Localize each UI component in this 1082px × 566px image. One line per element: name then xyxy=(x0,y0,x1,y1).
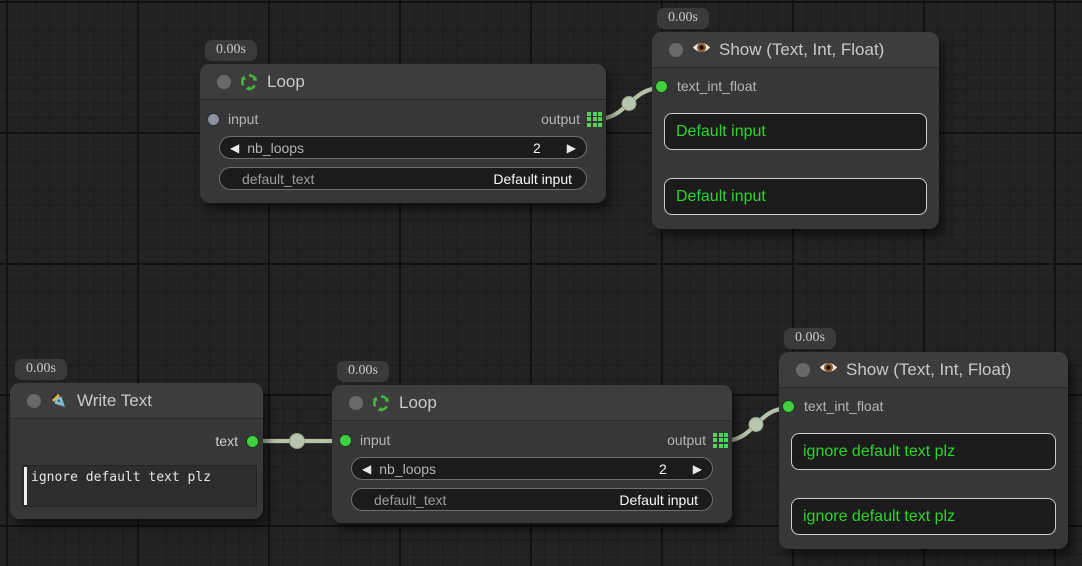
recycle-icon xyxy=(371,393,391,413)
widget-label: nb_loops xyxy=(379,460,437,477)
decrement-arrow-icon[interactable]: ◀ xyxy=(362,461,372,476)
increment-arrow-icon[interactable]: ▶ xyxy=(692,461,702,476)
default-text-widget[interactable]: default_text Default input xyxy=(219,167,587,190)
grid-socket-icon[interactable] xyxy=(587,111,602,127)
node-show-top[interactable]: 0.00s Show (Text, Int, Float) text_int_f… xyxy=(652,8,939,229)
node-show-bottom[interactable]: 0.00s Show (Text, Int, Float) text_int_f… xyxy=(779,328,1068,549)
widget-value: 2 xyxy=(532,139,541,156)
nb-loops-number-widget[interactable]: ◀ nb_loops 2 ▶ xyxy=(219,136,587,159)
widget-label: default_text xyxy=(374,491,447,508)
show-output-box: ignore default text plz xyxy=(791,433,1056,470)
input-slot-label: text_int_float xyxy=(677,78,757,94)
input-slot-label: text_int_float xyxy=(804,398,884,414)
wire-midpoint-dot[interactable] xyxy=(289,433,305,449)
node-loop-top[interactable]: 0.00s Loop xyxy=(200,40,606,203)
exec-time-badge: 0.00s xyxy=(784,328,836,349)
show-output-box: Default input xyxy=(664,113,927,150)
show-output-box: ignore default text plz xyxy=(791,498,1056,535)
exec-time-badge: 0.00s xyxy=(657,8,709,29)
decrement-arrow-icon[interactable]: ◀ xyxy=(230,140,240,155)
widget-value: 2 xyxy=(658,460,667,477)
text-input-area[interactable]: ignore default text plz xyxy=(22,465,257,507)
exec-time-badge: 0.00s xyxy=(15,359,67,380)
exec-time-badge: 0.00s xyxy=(337,361,389,382)
node-title: Show (Text, Int, Float) xyxy=(846,359,1012,379)
increment-arrow-icon[interactable]: ▶ xyxy=(566,140,576,155)
collapse-dot[interactable] xyxy=(27,393,41,408)
node-header[interactable]: Loop xyxy=(332,385,732,421)
collapse-dot[interactable] xyxy=(796,362,810,377)
input-socket[interactable] xyxy=(655,79,668,93)
text-cursor xyxy=(24,467,27,505)
output-slot-label: output xyxy=(667,432,706,448)
eye-icon xyxy=(818,360,839,380)
node-loop-bottom[interactable]: 0.00s Loop xyxy=(332,361,732,523)
widget-label: nb_loops xyxy=(247,139,305,156)
input-socket[interactable] xyxy=(207,112,220,126)
widget-label: default_text xyxy=(242,170,315,187)
nb-loops-number-widget[interactable]: ◀ nb_loops 2 ▶ xyxy=(351,457,713,480)
input-socket[interactable] xyxy=(782,399,795,413)
node-title: Show (Text, Int, Float) xyxy=(719,39,885,59)
collapse-dot[interactable] xyxy=(349,395,363,410)
pen-icon xyxy=(49,391,69,411)
input-slot-label: input xyxy=(360,432,391,448)
collapse-dot[interactable] xyxy=(669,42,683,57)
input-slot-label: input xyxy=(228,111,259,127)
eye-icon xyxy=(691,40,712,60)
output-slot-label: text xyxy=(215,433,238,449)
default-text-widget[interactable]: default_text Default input xyxy=(351,488,713,511)
recycle-icon xyxy=(239,72,259,92)
node-header[interactable]: Write Text xyxy=(10,383,263,419)
widget-value: Default input xyxy=(493,170,572,187)
exec-time-badge: 0.00s xyxy=(205,40,257,61)
grid-socket-icon[interactable] xyxy=(713,432,728,448)
wire-midpoint-dot[interactable] xyxy=(748,417,764,432)
widget-value: Default input xyxy=(619,491,698,508)
input-socket[interactable] xyxy=(339,433,352,447)
wire-midpoint-dot[interactable] xyxy=(621,96,637,111)
node-title: Loop xyxy=(267,71,305,91)
node-title: Write Text xyxy=(77,390,152,410)
node-write-text[interactable]: 0.00s Write Text text xyxy=(10,359,263,519)
node-header[interactable]: Show (Text, Int, Float) xyxy=(779,352,1068,388)
collapse-dot[interactable] xyxy=(217,74,231,89)
node-title: Loop xyxy=(399,392,437,412)
show-output-box: Default input xyxy=(664,178,927,215)
output-socket[interactable] xyxy=(246,434,259,448)
node-header[interactable]: Loop xyxy=(200,64,606,100)
node-header[interactable]: Show (Text, Int, Float) xyxy=(652,32,939,68)
output-slot-label: output xyxy=(541,111,580,127)
